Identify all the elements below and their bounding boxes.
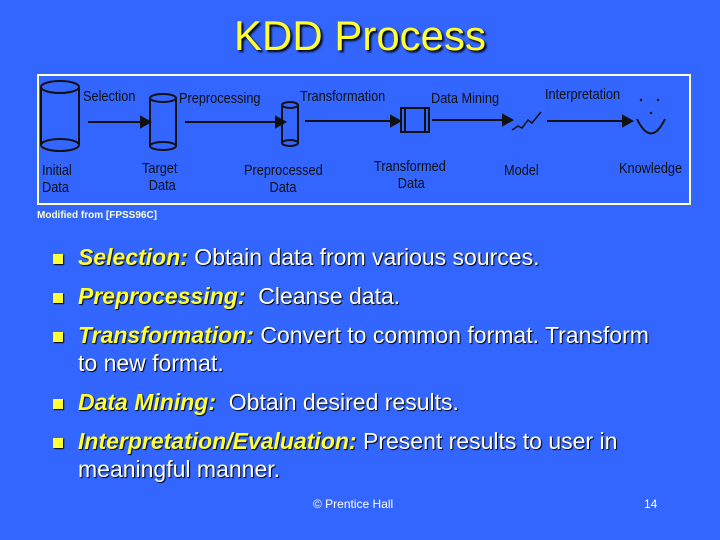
bullet-selection: Selection: Obtain data from various sour… — [50, 243, 710, 271]
footer-copyright: © Prentice Hall — [313, 497, 394, 511]
model-chart-icon — [511, 111, 542, 131]
bullet-interpretation: Interpretation/Evaluation: Present resul… — [50, 427, 638, 483]
knowledge-smiley-icon — [636, 118, 666, 135]
diagram-graphics — [40, 80, 666, 152]
bullet-transformation: Transformation: Convert to common format… — [50, 321, 658, 377]
step-label-preprocessing: Preprocessing — [179, 90, 261, 107]
stage-knowledge: Knowledge — [619, 160, 683, 177]
bullet-preprocessing: Preprocessing: Cleanse data. — [50, 282, 710, 310]
step-label-data-mining: Data Mining — [431, 90, 500, 107]
step-label-selection: Selection — [83, 88, 136, 105]
initial-data-cylinder-icon — [40, 80, 80, 152]
stage-model: Model — [504, 162, 539, 179]
bullet-square-icon — [53, 399, 63, 409]
source-credit: Modified from [FPSS96C] — [37, 210, 158, 221]
preprocessed-data-cylinder-icon — [281, 101, 299, 147]
bullet-data-mining: Data Mining: Obtain desired results. — [50, 388, 710, 416]
bullet-square-icon — [53, 438, 63, 448]
kdd-process-diagram: Selection Preprocessing Transformation D… — [37, 74, 691, 205]
bullet-square-icon — [53, 332, 63, 342]
slide-title: KDD Process — [233, 12, 487, 59]
step-label-interpretation: Interpretation — [545, 86, 621, 103]
bullet-list: Selection: Obtain data from various sour… — [50, 243, 710, 494]
transformed-data-cylinder-icon — [400, 107, 430, 133]
target-data-cylinder-icon — [149, 93, 177, 151]
bullet-square-icon — [53, 293, 63, 303]
slide-number: 14 — [644, 497, 658, 511]
bullet-square-icon — [53, 254, 63, 264]
step-label-transformation: Transformation — [300, 88, 386, 105]
